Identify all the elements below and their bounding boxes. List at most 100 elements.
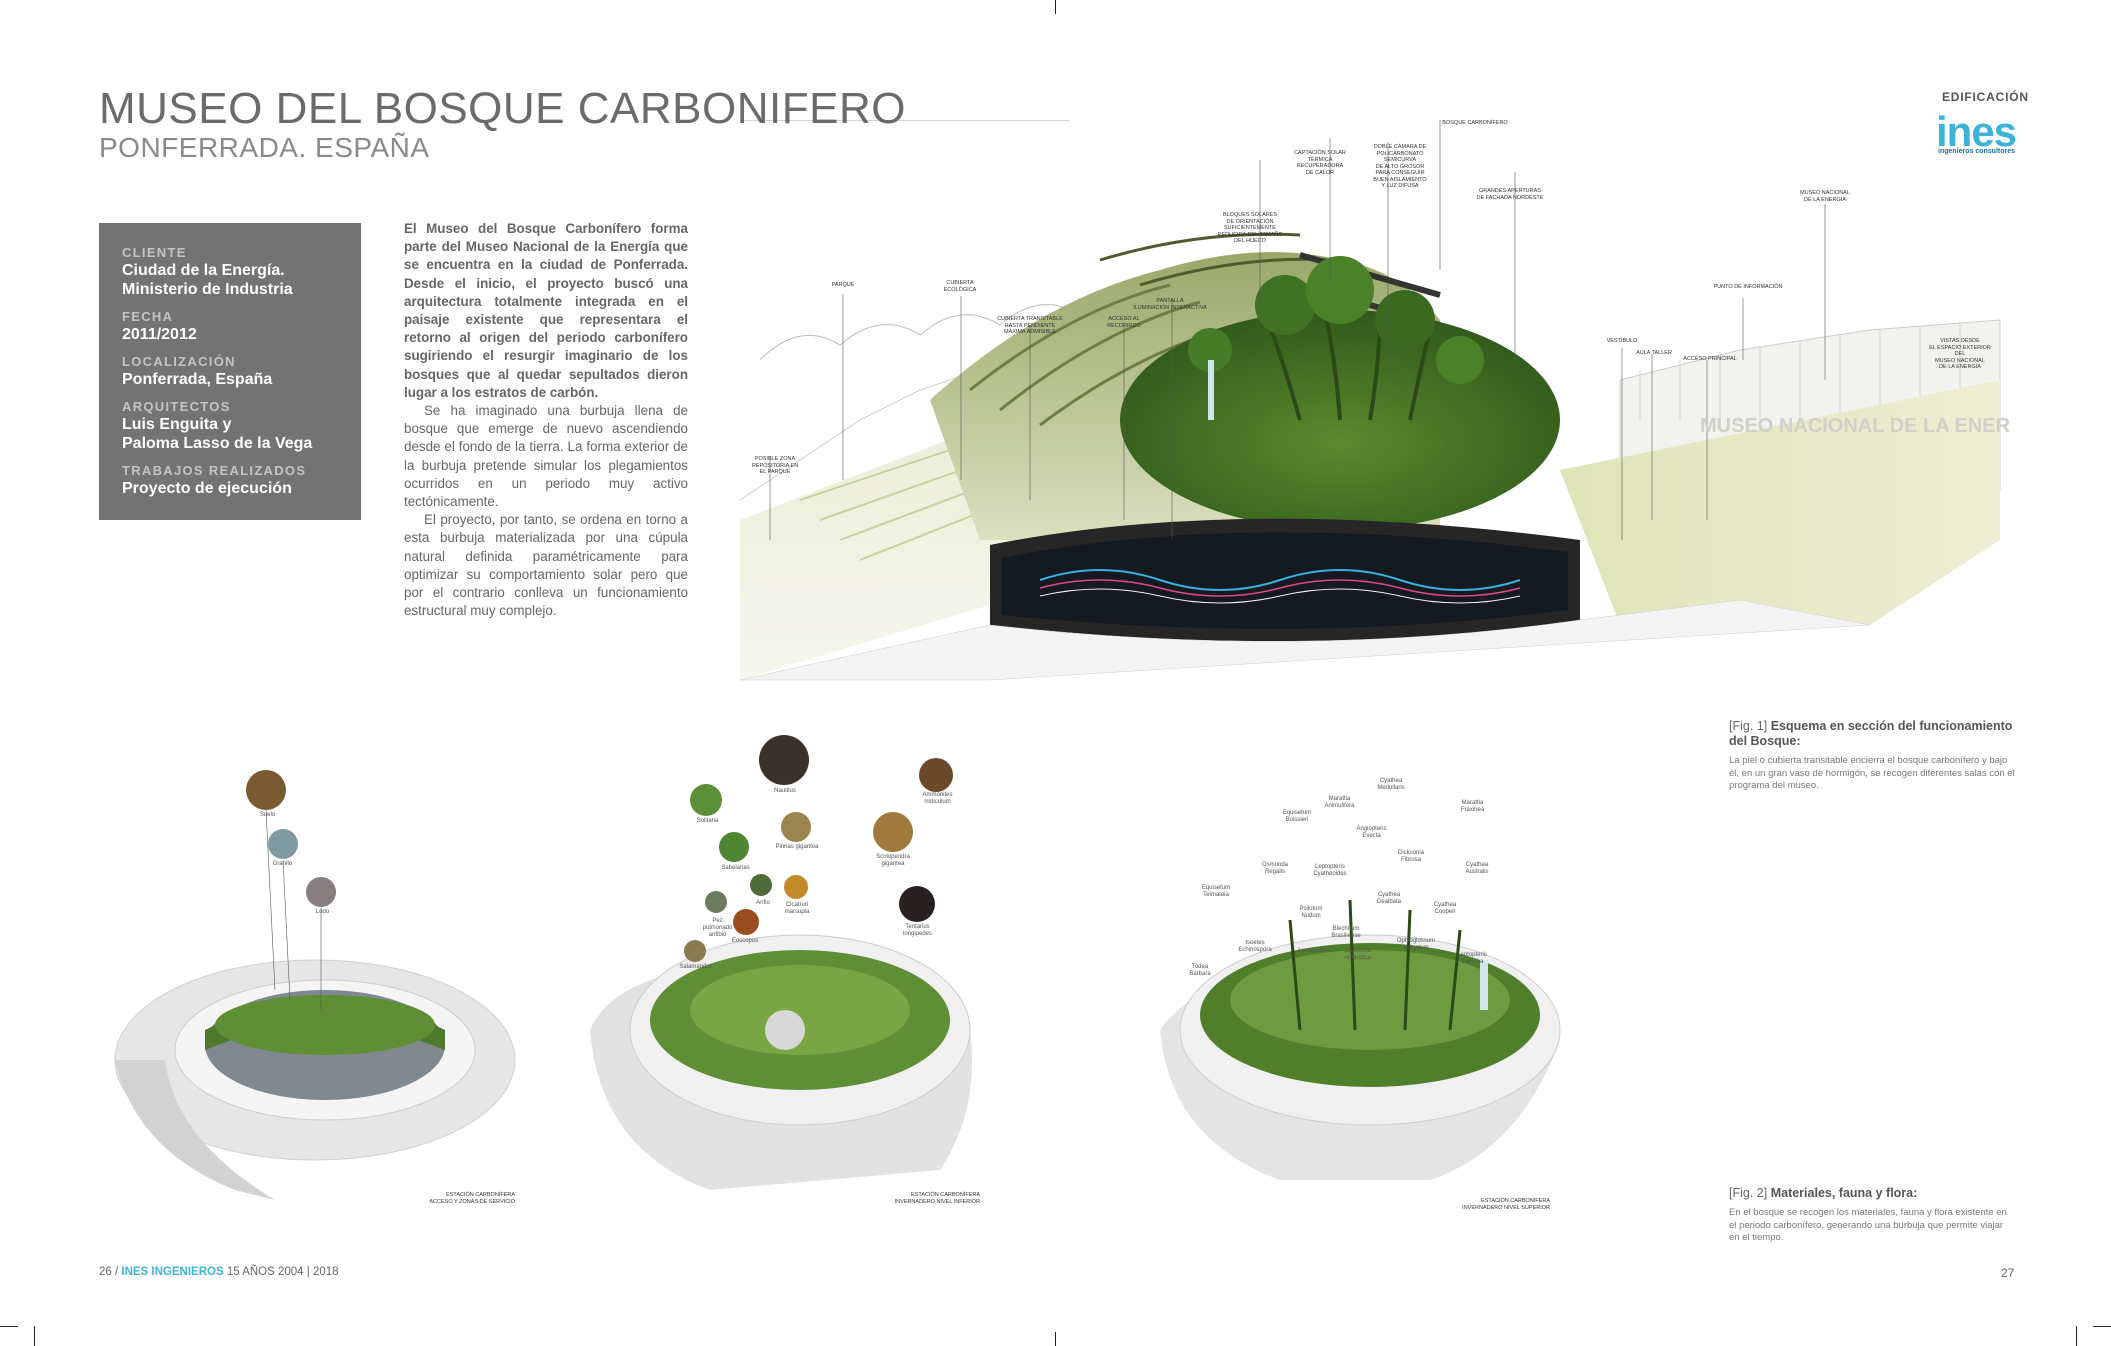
flora-label: Blechnum Brasiliense: [1331, 926, 1361, 939]
page-number-left: 26 /: [99, 1266, 119, 1278]
fig2-number: [Fig. 2]: [1729, 1186, 1768, 1200]
fauna-label: Tentarius longipedes: [902, 924, 933, 937]
info-location: LOCALIZACIÓN Ponferrada, España: [122, 354, 352, 389]
fauna-label: Nautilus: [774, 788, 796, 794]
flora-label: Equisetum Telmateia: [1201, 885, 1231, 898]
body-paragraph: El proyecto, por tanto, se ordena en tor…: [404, 512, 688, 619]
fauna-label: Salamandra: [679, 964, 712, 970]
ines-logo: ines ingenieros consultores: [1930, 108, 2017, 156]
flora-label: Dicksonia Antarctica: [1344, 948, 1371, 961]
crop-mark: [1055, 1332, 1056, 1346]
fauna-label: Anfio: [756, 900, 770, 906]
info-value: 2011/2012: [122, 326, 197, 343]
flora-label: Marattia Animulifera: [1324, 796, 1355, 809]
diagram-caption: ESTACIÓN CARBONÍFERA INVERNADERO NIVEL S…: [1462, 1198, 1550, 1211]
fig1-heading: [Fig. 1] Esquema en sección del funciona…: [1729, 719, 2015, 749]
fig2-text: En el bosque se recogen los materiales, …: [1729, 1207, 2007, 1243]
flora-label: Todea Barbara: [1189, 964, 1211, 977]
label-pantalla: PANTALLA ILUMINACIÓN INTERACTIVA: [1133, 298, 1207, 311]
label-cubierta-eco: CUBIERTA ECOLÓGICA: [943, 280, 977, 293]
crop-mark: [2093, 1326, 2111, 1327]
label-bloques: BLOQUES SOLARES DE ORIENTACIÓN SUFICIENT…: [1217, 212, 1283, 244]
fauna-label: Pez pulmonado anfibio: [702, 918, 733, 938]
fauna-label: Ammonites rreticulum: [922, 792, 953, 805]
label-aula: AULA TALLER: [1636, 350, 1672, 356]
label-parque: PARQUE: [831, 282, 855, 288]
info-label: ARQUITECTOS: [122, 399, 231, 414]
section-illustration: MUSEO NACIONAL DE LA ENERGÍA BOSQUE CARB…: [739, 119, 2046, 685]
flora-label: Osmunda Regalis: [1261, 862, 1288, 875]
page-title: MUSEO DEL BOSQUE CARBONIFERO: [99, 84, 906, 133]
flora-label: Cyathea Australis: [1465, 862, 1489, 875]
label-vistas: VISTAS DESDE EL ESPACIO EXTERIOR DEL MUS…: [1929, 338, 1991, 370]
flora-label: Leptopteris Cyatheoides: [1313, 864, 1347, 877]
info-label: TRABAJOS REALIZADOS: [122, 463, 307, 478]
flora-label: Leptopteris Superba: [1457, 952, 1487, 965]
diagram-flora: Cyathea Medullaris Marattia Fraxinea Equ…: [1130, 730, 1590, 1211]
flora-label: Marattia Fraxinea: [1460, 800, 1485, 813]
info-value: Luis Enguita y Paloma Lasso de la Vega: [122, 416, 313, 452]
crop-mark: [1055, 0, 1056, 14]
fig1-caption: [Fig. 1] Esquema en sección del funciona…: [1729, 719, 2015, 793]
flora-label: Psilotum Nudum: [1299, 906, 1323, 919]
diagram-materials: Suelo Granito Lodo ESTACIÓN CARBONÍFERA …: [95, 760, 525, 1210]
fig1-text: La piel o cubierta transitable encierra …: [1729, 755, 2015, 791]
flora-label: Cyathea Medullaris: [1377, 778, 1405, 791]
footer-left: 26 / INES INGENIEROS 15 AÑOS 2004 | 2018: [99, 1266, 339, 1278]
diagram-caption: ESTACIÓN CARBONÍFERA INVERNADERO NIVEL I…: [894, 1192, 980, 1205]
fauna-label: Eoscopus: [731, 938, 759, 944]
footer-brand: INES INGENIEROS: [121, 1266, 224, 1278]
label-punto-info: PUNTO DE INFORMACIÓN: [1713, 284, 1783, 290]
flora-label: Angiopteris Evecta: [1356, 826, 1387, 839]
body-paragraph: Se ha imaginado una burbuja llena de bos…: [404, 403, 688, 510]
material-label: Granito: [272, 861, 293, 867]
label-posible-zona: POSIBLE ZONA REPOSITORIA EN EL PARQUE: [751, 456, 799, 475]
flora-label: Lycopodium: [1298, 948, 1331, 954]
fig2-title: Materiales, fauna y flora:: [1770, 1186, 1918, 1200]
fig1-number: [Fig. 1]: [1729, 719, 1768, 733]
body-text: El Museo del Bosque Carbonífero forma pa…: [404, 220, 688, 620]
flora-label: Cyathea Cooperi: [1433, 902, 1457, 915]
info-value: Ponferrada, España: [122, 371, 273, 388]
crop-mark: [2076, 1326, 2077, 1346]
info-works: TRABAJOS REALIZADOS Proyecto de ejecució…: [122, 463, 352, 498]
flora-label: Cyathea Dealbata: [1376, 892, 1402, 905]
crop-mark: [0, 1326, 18, 1327]
diagram-fauna: Nautilus Ammonites rreticulum Solitaria …: [560, 730, 990, 1210]
info-value: Ciudad de la Energía. Ministerio de Indu…: [122, 262, 293, 298]
fauna-label: Cicatruri marsupia: [784, 902, 810, 915]
museum-sign: MUSEO NACIONAL DE LA ENERGÍA: [1700, 414, 2010, 437]
info-label: CLIENTE: [122, 245, 187, 260]
info-date: FECHA 2011/2012: [122, 309, 352, 344]
label-grandes-aperturas: GRANDES APERTURAS DE FACHADA NORDESTE: [1476, 188, 1544, 201]
flora-label: Dicksonia Fibrosa: [1397, 850, 1424, 863]
label-vestibulo: VESTÍBULO: [1606, 338, 1638, 344]
label-museo: MUSEO NACIONAL DE LA ENERGÍA: [1800, 190, 1850, 203]
info-label: FECHA: [122, 309, 174, 324]
body-paragraph: El Museo del Bosque Carbonífero forma pa…: [404, 221, 688, 400]
info-client: CLIENTE Ciudad de la Energía. Ministerio…: [122, 245, 352, 299]
diagram-fauna-drawing: [590, 735, 972, 1190]
fig2-caption: [Fig. 2] Materiales, fauna y flora: En e…: [1729, 1186, 2015, 1245]
info-label: LOCALIZACIÓN: [122, 354, 236, 369]
project-info-box: CLIENTE Ciudad de la Energía. Ministerio…: [99, 223, 361, 520]
crop-mark: [34, 1326, 35, 1346]
flora-label: Isoetes Echinospora: [1238, 940, 1272, 953]
label-doble-camara: DOBLE CÁMARA DE POLICARBONATO SEMICURVA …: [1373, 144, 1427, 189]
label-bosque: BOSQUE CARBONÍFERO: [1442, 120, 1508, 126]
fauna-label: Scolopendra gigantea: [876, 854, 910, 867]
flora-label: Equisetum Boissieri: [1282, 810, 1312, 823]
label-acceso-rec: ACCESO AL RECORRIDO: [1107, 316, 1141, 329]
fauna-label: Solitaria: [696, 818, 719, 824]
section-label: EDIFICACIÓN: [1942, 90, 2029, 104]
footer-tail: 15 AÑOS 2004 | 2018: [226, 1266, 339, 1278]
logo-word: ines: [1936, 108, 2017, 155]
info-value: Proyecto de ejecución: [122, 480, 292, 497]
label-captacion: CAPTACIÓN SOLAR TÉRMICA RECUPERADORA DE …: [1294, 150, 1346, 176]
flora-label: Ophioglossum Vulgatum: [1396, 938, 1436, 951]
material-label: Lodo: [315, 909, 330, 915]
label-acceso-principal: ACCESO PRINCIPAL: [1683, 356, 1737, 362]
logo-subtitle: ingenieros consultores: [1938, 148, 2016, 155]
page-number-right: 27: [2001, 1266, 2015, 1280]
fauna-label: Pinnas gigantea: [775, 844, 819, 850]
